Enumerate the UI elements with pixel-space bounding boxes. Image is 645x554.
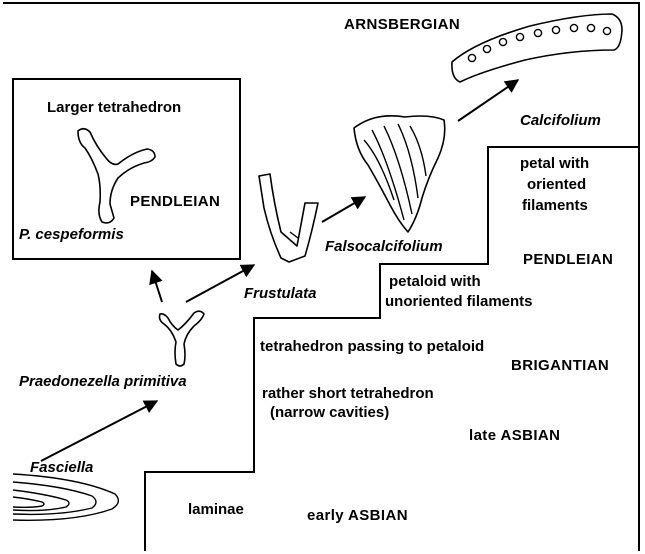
praedonezella-shape bbox=[160, 311, 205, 366]
fasciella-shape bbox=[13, 474, 118, 520]
desc-laminae: laminae bbox=[188, 501, 244, 518]
desc-petal-line2: oriented bbox=[527, 176, 586, 193]
stage-late-asbian: late ASBIAN bbox=[469, 427, 560, 444]
taxon-p-cespeformis: P. cespeformis bbox=[19, 226, 124, 243]
desc-petaloid-line1: petaloid with bbox=[389, 273, 481, 290]
desc-tetra-passing: tetrahedron passing to petaloid bbox=[260, 338, 484, 355]
desc-petal-line3: filaments bbox=[522, 197, 588, 214]
taxon-fasciella: Fasciella bbox=[30, 459, 93, 476]
desc-petaloid-line2: unoriented filaments bbox=[385, 293, 533, 310]
calcifolium-shape bbox=[452, 14, 622, 82]
taxon-falsocalcifolium: Falsocalcifolium bbox=[325, 238, 443, 255]
stage-brigantian: BRIGANTIAN bbox=[511, 357, 609, 374]
falsocalcifolium-shape bbox=[354, 116, 445, 232]
frame-border bbox=[3, 3, 639, 551]
arrow-falsocalcifolium-to-calcifolium bbox=[458, 80, 518, 121]
stage-pendleian-inset: PENDLEIAN bbox=[130, 193, 220, 210]
desc-petal-line1: petal with bbox=[520, 155, 589, 172]
stage-early-asbian: early ASBIAN bbox=[307, 507, 408, 524]
stage-arnsbergian: ARNSBERGIAN bbox=[344, 16, 460, 33]
frustulata-shape bbox=[259, 174, 318, 262]
stage-pendleian: PENDLEIAN bbox=[523, 251, 613, 268]
arrow-frustulata-to-falsocalcifolium bbox=[322, 197, 365, 222]
desc-short-tetra-line1: rather short tetrahedron bbox=[262, 385, 434, 402]
arrow-praedonezella-to-cespeformis bbox=[152, 271, 162, 302]
desc-short-tetra-line2: (narrow cavities) bbox=[270, 404, 389, 421]
taxon-frustulata: Frustulata bbox=[244, 285, 317, 302]
taxon-praedonezella: Praedonezella primitiva bbox=[19, 373, 187, 390]
desc-larger-tetrahedron: Larger tetrahedron bbox=[47, 99, 181, 116]
taxon-calcifolium: Calcifolium bbox=[520, 112, 601, 129]
arrow-fasciella-to-praedonezella bbox=[41, 401, 157, 461]
